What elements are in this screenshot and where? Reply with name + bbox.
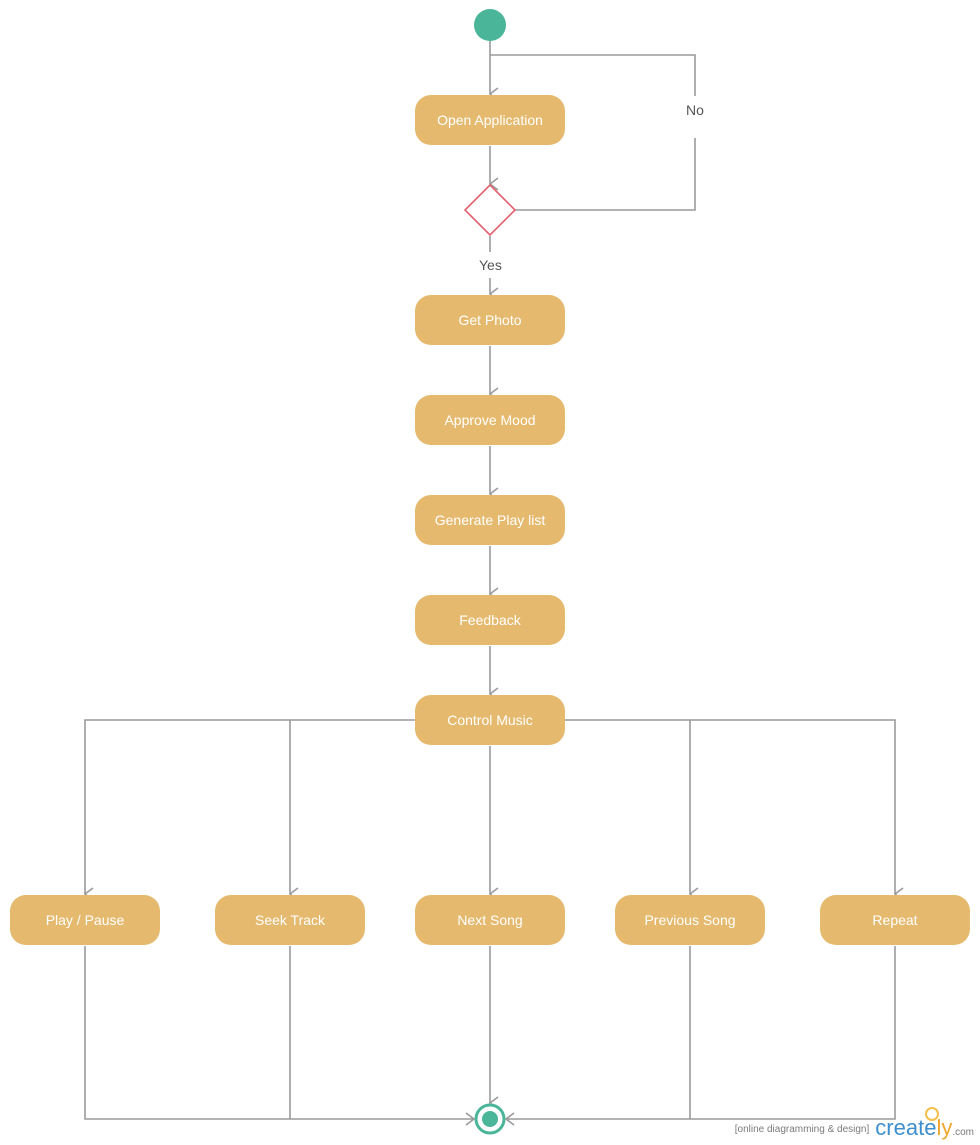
activity-repeat: Repeat xyxy=(820,895,970,945)
sun-icon xyxy=(925,1107,940,1121)
logo-brand-suffix: .com xyxy=(952,1127,974,1138)
end-node-core xyxy=(482,1111,498,1127)
edge-control-to-play xyxy=(85,719,415,894)
creately-logo: creately.com xyxy=(875,1107,974,1140)
edge-repeat-to-end xyxy=(506,946,896,1119)
activity-feedback: Feedback xyxy=(415,595,565,645)
label-yes: Yes xyxy=(476,257,505,273)
logo-brand-accent: ly xyxy=(936,1115,953,1140)
activity-get-photo: Get Photo xyxy=(415,295,565,345)
label-no: No xyxy=(683,102,707,118)
activity-next-song: Next Song xyxy=(415,895,565,945)
watermark-tagline: [online diagramming & design] xyxy=(734,1124,870,1135)
activity-open-application: Open Application xyxy=(415,95,565,145)
edge-play-to-end xyxy=(84,946,474,1119)
start-node xyxy=(474,9,506,41)
activity-control-music: Control Music xyxy=(415,695,565,745)
activity-seek-track: Seek Track xyxy=(215,895,365,945)
edge-decision-no-loop xyxy=(515,138,696,211)
creately-watermark: [online diagramming & design] creately.c… xyxy=(734,1107,974,1140)
activity-approve-mood: Approve Mood xyxy=(415,395,565,445)
activity-previous-song: Previous Song xyxy=(615,895,765,945)
logo-brand-main: create xyxy=(875,1115,937,1140)
activity-play-pause: Play / Pause xyxy=(10,895,160,945)
activity-generate-play-list: Generate Play list xyxy=(415,495,565,545)
edge-no-loop-top xyxy=(490,54,696,96)
edge-control-to-previous xyxy=(565,719,895,894)
decision-diamond xyxy=(463,183,517,237)
